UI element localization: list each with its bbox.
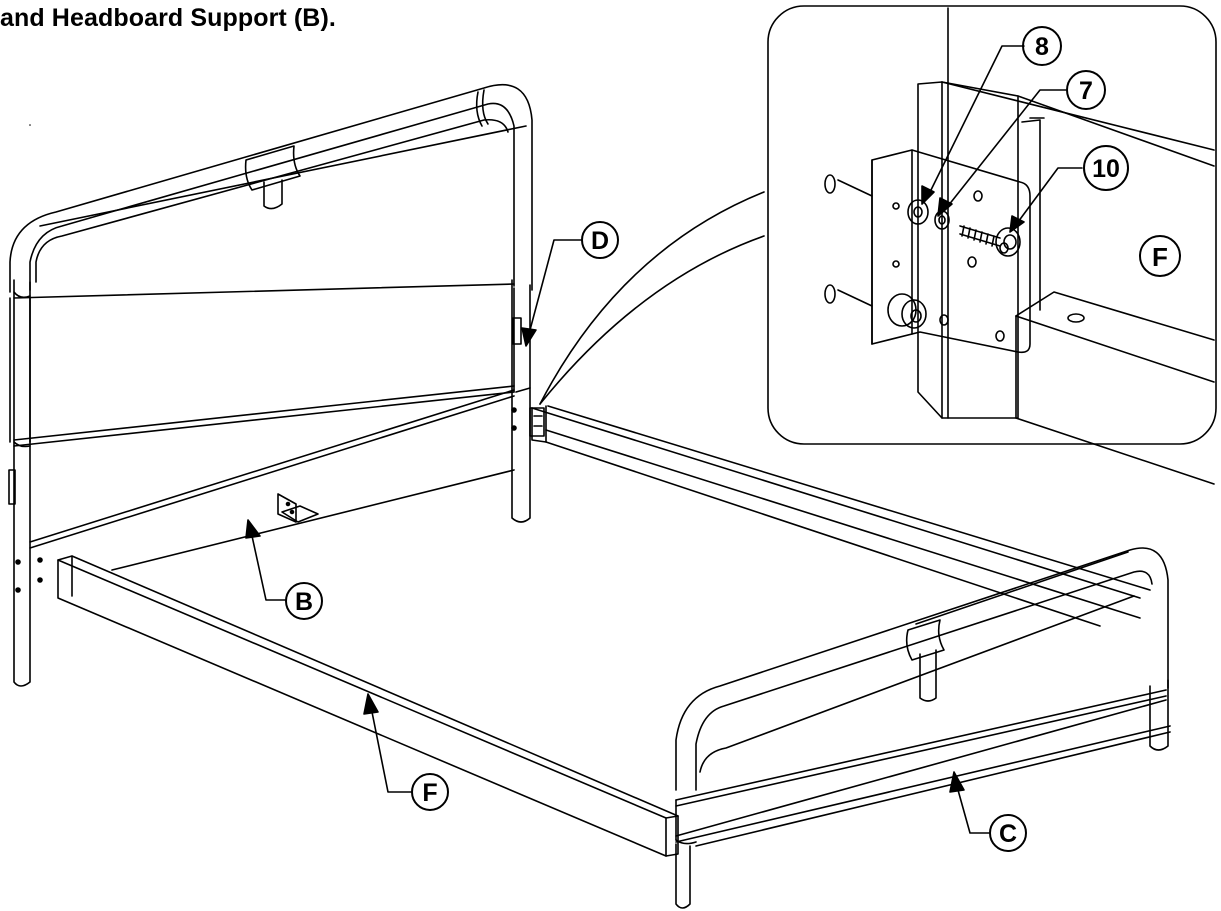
headboard-right-post bbox=[511, 279, 531, 523]
right-side-rail bbox=[529, 405, 1151, 627]
installed-bolt bbox=[887, 293, 927, 329]
callout-f-rail-label: F bbox=[422, 779, 437, 807]
inset-frame bbox=[767, 5, 1217, 445]
footboard-panel bbox=[675, 689, 1167, 801]
footboard-left-post bbox=[675, 843, 691, 909]
callout-leaders bbox=[245, 45, 1083, 834]
headboard-t-joint bbox=[244, 145, 301, 191]
mattress-support-edge bbox=[111, 469, 515, 571]
callout-8: 8 bbox=[1022, 26, 1062, 66]
footboard-t-joint bbox=[905, 619, 945, 661]
inset-bracket-plate bbox=[871, 149, 1031, 354]
step-caption: and Headboard Support (B). bbox=[0, 4, 336, 32]
callout-7: 7 bbox=[1066, 70, 1106, 110]
inset-leader bbox=[539, 191, 765, 405]
headboard-top-tube bbox=[9, 83, 533, 293]
callout-f-rail: F bbox=[411, 773, 449, 811]
detail-inset bbox=[539, 5, 1217, 485]
footboard bbox=[675, 547, 1171, 909]
callout-c: C bbox=[989, 814, 1027, 852]
callout-10-label: 10 bbox=[1092, 155, 1120, 183]
callout-d: D bbox=[581, 221, 619, 259]
headboard bbox=[8, 83, 533, 687]
callout-d-label: D bbox=[591, 227, 609, 255]
footboard-top-tube bbox=[675, 547, 1169, 791]
footboard-right-post bbox=[1149, 679, 1169, 751]
washer-8 bbox=[907, 199, 929, 225]
callout-c-label: C bbox=[999, 820, 1017, 848]
headboard-support-bracket bbox=[277, 493, 319, 523]
callout-b-label: B bbox=[295, 588, 313, 616]
callout-10: 10 bbox=[1083, 145, 1129, 191]
callout-8-label: 8 bbox=[1035, 33, 1049, 61]
callout-7-label: 7 bbox=[1079, 77, 1093, 105]
callout-f-inset-label: F bbox=[1152, 242, 1168, 272]
left-side-rail bbox=[57, 555, 679, 857]
headboard-left-post bbox=[13, 279, 31, 687]
bolt-10 bbox=[959, 225, 1021, 257]
callout-b: B bbox=[285, 582, 323, 620]
headboard-panel bbox=[13, 283, 515, 299]
callout-f-inset: F bbox=[1139, 235, 1181, 277]
